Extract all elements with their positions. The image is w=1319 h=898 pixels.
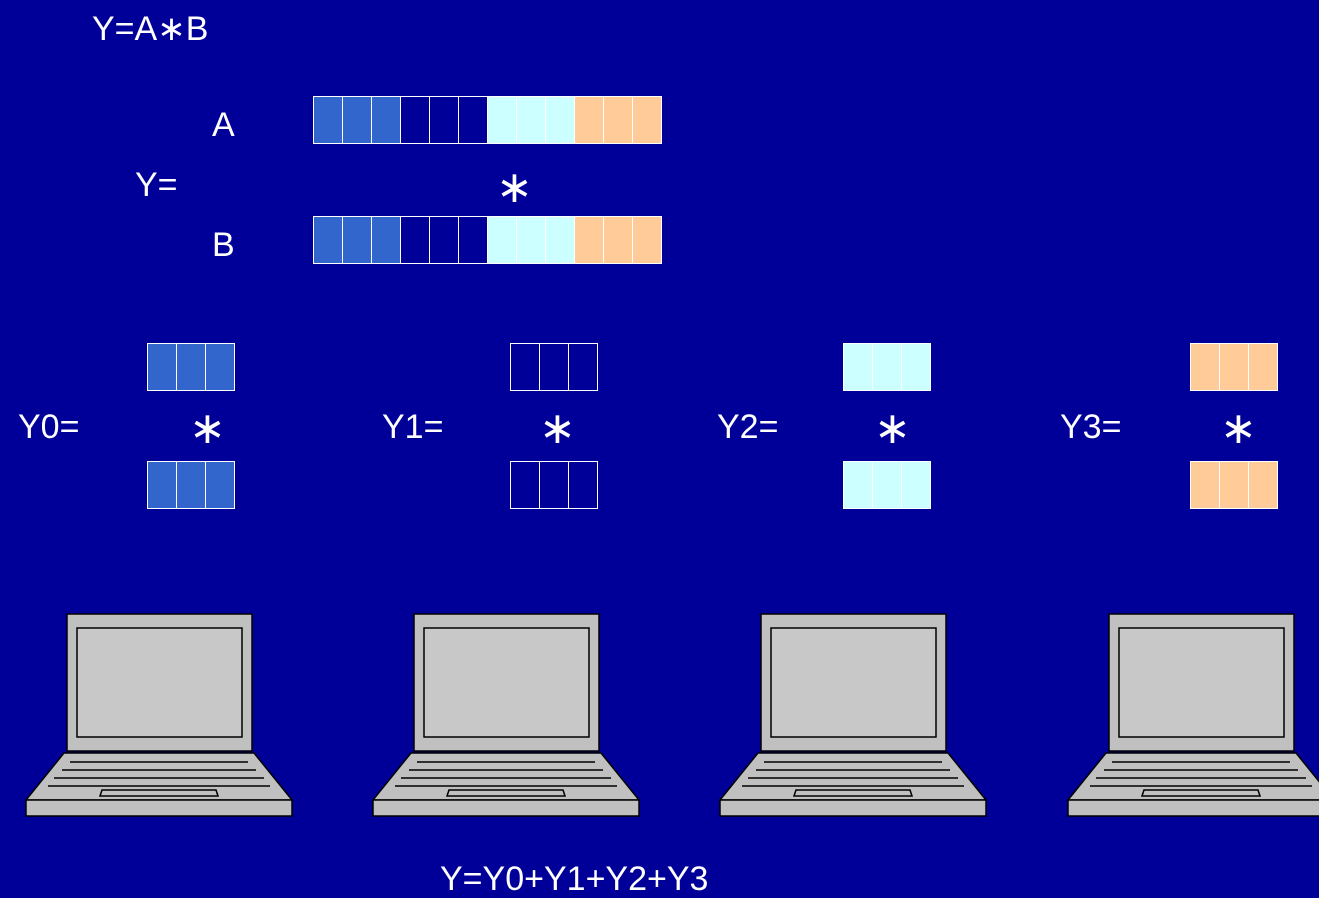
partial-top-vector [843, 343, 931, 391]
vector-cell [510, 343, 540, 391]
vector-cell [176, 461, 206, 509]
vector-cell [313, 216, 343, 264]
vector-cell [1190, 343, 1220, 391]
vector-cell [487, 96, 517, 144]
partial-top-vector [147, 343, 235, 391]
vector-cell [147, 343, 177, 391]
multiply-symbol: ∗ [496, 163, 533, 212]
vector-cell [1248, 461, 1278, 509]
vector-cell [574, 216, 604, 264]
vector-cell [1248, 343, 1278, 391]
partial-top-vector [510, 343, 598, 391]
vector-cell [516, 96, 546, 144]
vector-cell [603, 96, 633, 144]
partial-label: Y0= [18, 408, 80, 446]
vector-cell [545, 96, 575, 144]
vector-cell [400, 96, 430, 144]
label-b: B [212, 226, 235, 264]
vector-cell [371, 96, 401, 144]
multiply-symbol: ∗ [189, 404, 226, 453]
laptop-icon [371, 613, 641, 817]
partial-bottom-vector [510, 461, 598, 509]
vector-cell [313, 96, 343, 144]
vector-cell [901, 343, 931, 391]
vector-cell [1219, 343, 1249, 391]
vector-cell [574, 96, 604, 144]
partial-label: Y1= [382, 408, 444, 446]
vector-cell [568, 343, 598, 391]
vector-cell [632, 216, 662, 264]
partial-bottom-vector [147, 461, 235, 509]
vector-cell [901, 461, 931, 509]
label-y: Y= [135, 166, 178, 204]
vector-cell [176, 343, 206, 391]
vector-cell [458, 96, 488, 144]
vector-cell [843, 461, 873, 509]
vector-cell [429, 216, 459, 264]
formula-bottom: Y=Y0+Y1+Y2+Y3 [440, 860, 709, 898]
vector-cell [400, 216, 430, 264]
partial-bottom-vector [843, 461, 931, 509]
laptop-icon [718, 613, 988, 817]
vector-cell [342, 96, 372, 144]
vector-cell [872, 461, 902, 509]
vector-cell [632, 96, 662, 144]
laptop-icon [1066, 613, 1319, 817]
label-a: A [212, 106, 235, 144]
vector-cell [147, 461, 177, 509]
vector-cell [1219, 461, 1249, 509]
vector-cell [1190, 461, 1220, 509]
formula-top: Y=A∗B [92, 10, 209, 48]
vector-cell [510, 461, 540, 509]
partial-bottom-vector [1190, 461, 1278, 509]
partial-top-vector [1190, 343, 1278, 391]
multiply-symbol: ∗ [874, 404, 911, 453]
vector-cell [205, 461, 235, 509]
vector-cell [539, 461, 569, 509]
vector-a [313, 96, 662, 144]
multiply-symbol: ∗ [1220, 404, 1257, 453]
vector-cell [205, 343, 235, 391]
vector-cell [371, 216, 401, 264]
multiply-symbol: ∗ [539, 404, 576, 453]
vector-cell [429, 96, 459, 144]
vector-cell [342, 216, 372, 264]
vector-cell [516, 216, 546, 264]
vector-cell [568, 461, 598, 509]
vector-cell [872, 343, 902, 391]
partial-label: Y3= [1060, 408, 1122, 446]
vector-cell [603, 216, 633, 264]
vector-cell [487, 216, 517, 264]
vector-cell [539, 343, 569, 391]
vector-cell [458, 216, 488, 264]
vector-cell [843, 343, 873, 391]
vector-b [313, 216, 662, 264]
laptop-icon [24, 613, 294, 817]
partial-label: Y2= [717, 408, 779, 446]
vector-cell [545, 216, 575, 264]
